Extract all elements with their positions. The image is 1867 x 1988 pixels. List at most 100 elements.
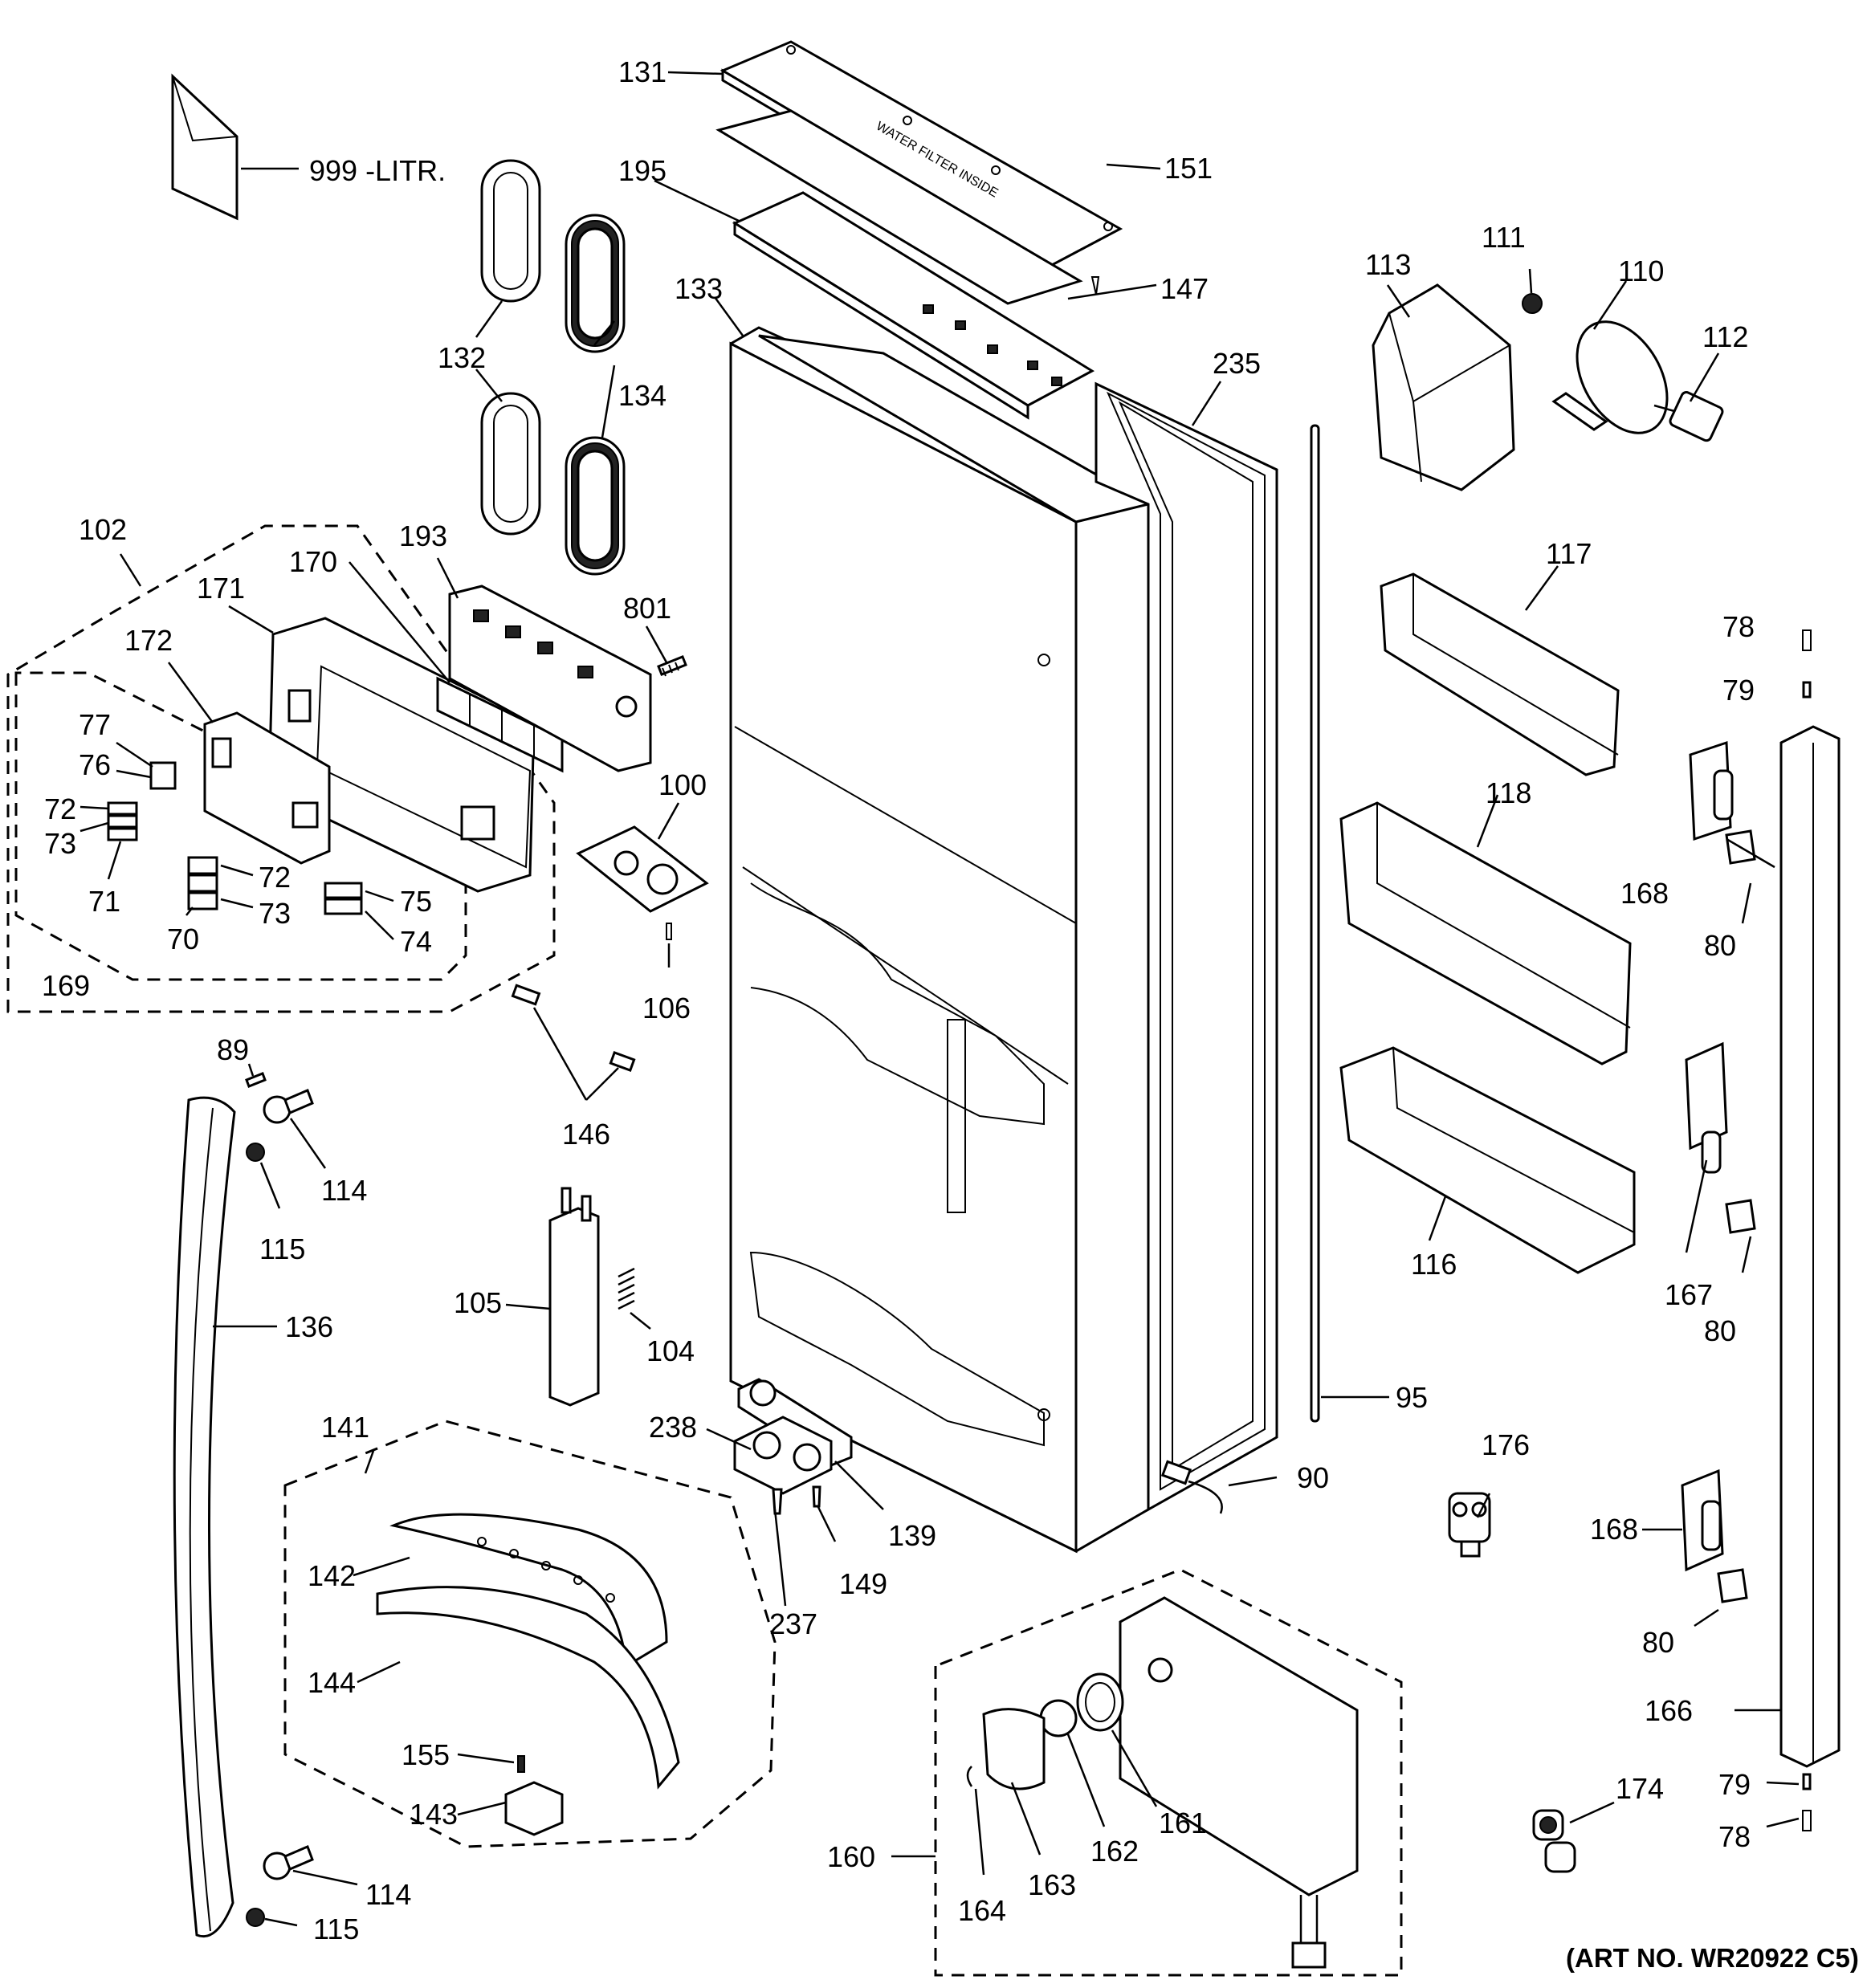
door-bin-117 [1380, 572, 1620, 776]
label-160: 160 [827, 1840, 875, 1873]
buttons-71-73 [107, 801, 138, 841]
label-193: 193 [399, 519, 447, 552]
label-110: 110 [1618, 255, 1664, 287]
screw-801 [657, 655, 687, 677]
control-frame-172 [203, 711, 331, 865]
art-number: (ART NO. WR20922 C5) [1566, 1943, 1859, 1973]
rod [1310, 424, 1320, 1423]
clip-146a [511, 984, 541, 1006]
label-237: 237 [769, 1607, 817, 1640]
label-72a: 72 [44, 792, 76, 825]
label-76: 76 [79, 748, 111, 781]
bushing-80-bottom [1717, 1568, 1748, 1603]
label-106: 106 [642, 992, 691, 1025]
label-163: 163 [1028, 1868, 1076, 1901]
dispenser-chute-113 [1372, 283, 1515, 491]
bushing-80-mid [1725, 1199, 1756, 1234]
hinge-168-bottom [1681, 1469, 1724, 1572]
label-73a: 73 [44, 827, 76, 860]
dispenser-top-cover: WATER FILTER INSIDE [715, 40, 1123, 305]
assembly-160-outline [934, 1568, 1403, 1977]
label-146: 146 [562, 1118, 610, 1151]
label-79a: 79 [1722, 674, 1755, 707]
light-housing-132 [480, 159, 541, 536]
label-195: 195 [618, 154, 666, 187]
label-142: 142 [308, 1559, 356, 1592]
screw-237 [772, 1488, 783, 1515]
button-76 [149, 761, 177, 790]
filter-head-100 [576, 825, 709, 913]
door-bin-116 [1339, 1046, 1636, 1274]
leader-lines [79, 71, 1800, 1927]
spring-161 [1076, 1672, 1124, 1732]
fitting-176 [1448, 1492, 1491, 1558]
label-72b: 72 [259, 861, 291, 894]
switch-143 [504, 1781, 564, 1836]
label-73b: 73 [259, 897, 291, 930]
label-171: 171 [197, 572, 245, 605]
label-169: 169 [42, 969, 90, 1002]
screw-78-top [1802, 629, 1812, 651]
label-176: 176 [1482, 1428, 1530, 1461]
label-999: 999 -LITR. [309, 154, 446, 187]
interface-board-193 [448, 585, 652, 772]
label-105: 105 [454, 1286, 502, 1319]
screw-78-bottom [1802, 1810, 1812, 1831]
flapper-door-110 [1551, 320, 1669, 434]
label-144: 144 [308, 1666, 356, 1699]
label-141: 141 [321, 1411, 369, 1444]
solenoid-112 [1653, 391, 1724, 442]
light-lens-134 [565, 214, 626, 576]
label-238: 238 [649, 1411, 697, 1444]
auger-motor-161 [1119, 1596, 1359, 1969]
label-70: 70 [167, 923, 199, 955]
label-801: 801 [623, 592, 671, 625]
label-117: 117 [1546, 537, 1592, 570]
drip-tray-142 [389, 1513, 668, 1668]
door-trim-166 [1779, 725, 1841, 1768]
screw-106 [666, 923, 672, 940]
label-80c: 80 [1642, 1626, 1674, 1659]
label-78a: 78 [1722, 610, 1755, 643]
buttons-74-75 [324, 882, 363, 915]
pin-79-top [1802, 681, 1812, 699]
label-166: 166 [1645, 1694, 1693, 1727]
clip-146b [609, 1051, 636, 1072]
cam-163 [982, 1708, 1046, 1790]
label-112: 112 [1702, 320, 1748, 353]
clip-164 [966, 1766, 973, 1787]
label-79b: 79 [1718, 1768, 1751, 1801]
label-134: 134 [618, 379, 666, 412]
door-handle-136 [173, 1096, 236, 1937]
magnet-155 [517, 1755, 525, 1773]
label-90: 90 [1297, 1461, 1329, 1494]
door-gasket [1095, 381, 1278, 1512]
hinge-168-top [1689, 740, 1734, 841]
label-132: 132 [438, 341, 486, 374]
callout-labels: 999 -LITR. 131 151 195 147 133 235 132 1… [42, 55, 1859, 1973]
buttons-70-72-73 [187, 856, 218, 910]
label-100: 100 [658, 768, 707, 801]
label-155: 155 [402, 1738, 450, 1771]
dispenser-pad-105 [548, 1187, 600, 1407]
control-board [732, 191, 1095, 420]
label-170: 170 [289, 545, 337, 578]
fitting-174 [1532, 1809, 1576, 1873]
label-114b: 114 [365, 1878, 411, 1911]
label-174: 174 [1616, 1772, 1664, 1805]
label-80b: 80 [1704, 1314, 1736, 1347]
label-114a: 114 [321, 1174, 367, 1207]
label-71: 71 [88, 885, 120, 918]
label-115b: 115 [313, 1913, 359, 1945]
label-95: 95 [1396, 1381, 1428, 1414]
label-118: 118 [1486, 776, 1531, 809]
hinge-plate-238-139 [733, 1378, 853, 1495]
label-111: 111 [1482, 221, 1526, 254]
label-75: 75 [400, 885, 432, 918]
label-151: 151 [1164, 152, 1213, 185]
spring-111 [1522, 293, 1543, 314]
literature-packet [171, 73, 238, 221]
assembly-102-outline [6, 524, 556, 1013]
label-78b: 78 [1718, 1820, 1751, 1853]
label-74: 74 [400, 925, 432, 958]
